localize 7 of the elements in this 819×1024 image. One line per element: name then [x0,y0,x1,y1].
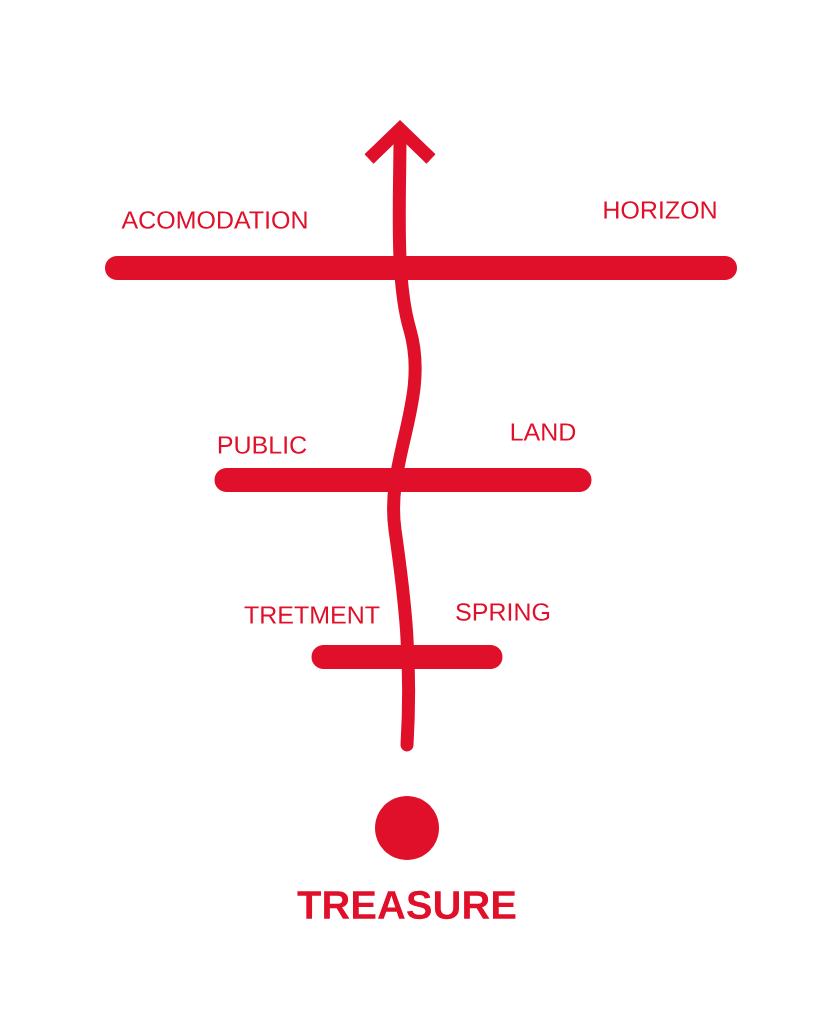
label: TRETMENT [244,606,380,624]
label: ACOMODATION [121,211,307,229]
label: TREASURE [297,890,516,920]
label: LAND [511,423,576,441]
label: SPRING [456,603,550,621]
label: HORIZON [604,201,716,219]
label: PUBLIC [218,436,307,454]
